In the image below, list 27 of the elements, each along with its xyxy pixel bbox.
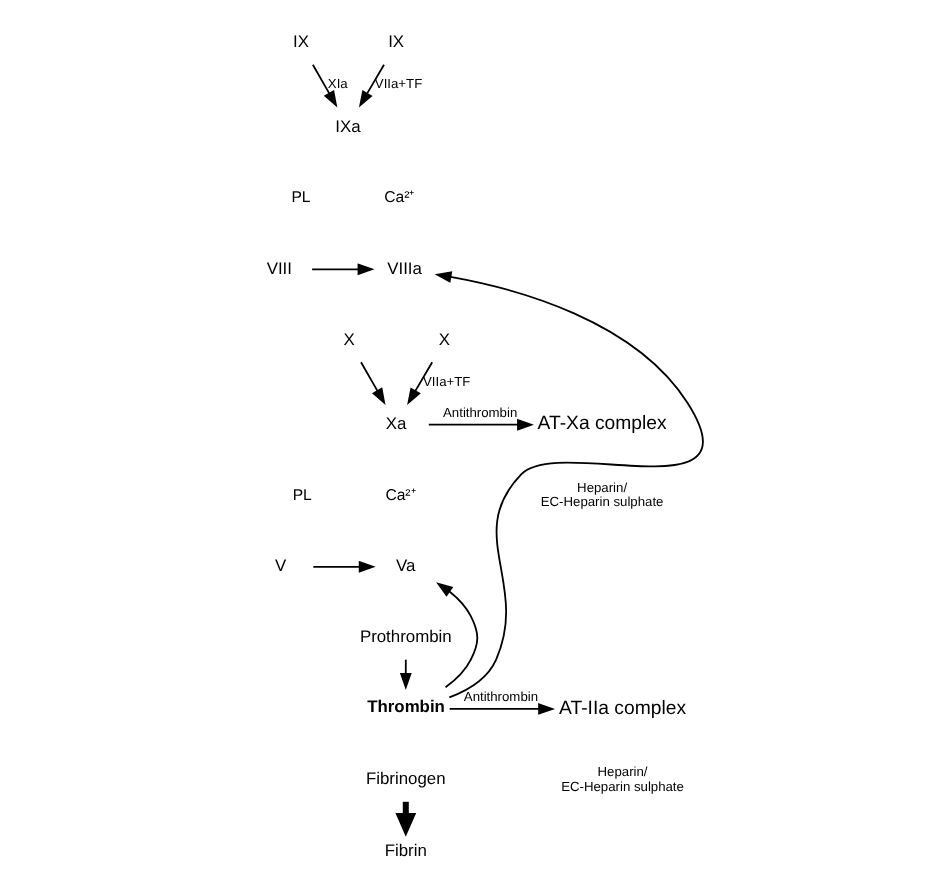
node-text: X (342, 328, 354, 349)
arrow (426, 418, 533, 431)
arrow (447, 703, 555, 715)
arrow (310, 263, 374, 276)
node-text: IX (292, 31, 308, 52)
node-text: Fibrin (383, 839, 426, 860)
arrow (310, 63, 337, 108)
node-text: Fibrinogen (365, 768, 445, 789)
arrow (406, 361, 433, 405)
node-text: AT-IIa complex (558, 697, 686, 720)
arrow (435, 582, 478, 689)
node-text: X (437, 328, 449, 349)
node-text: AT-Xa complex (536, 413, 666, 436)
node-text: VIIIa (386, 257, 421, 278)
arrow (359, 361, 385, 405)
node-text: Prothrombin (358, 626, 451, 647)
node-text: Thrombin (366, 696, 444, 717)
node-text: IX (387, 31, 404, 52)
arrow (398, 658, 411, 690)
node-text: IXa (334, 115, 360, 136)
node-text: Va (395, 555, 415, 576)
node-text: V (273, 555, 286, 576)
arrow (433, 271, 703, 699)
node-text: VIII (265, 257, 291, 278)
arrow (357, 63, 384, 108)
arrow (311, 560, 375, 573)
node-text: Xa (384, 413, 406, 434)
